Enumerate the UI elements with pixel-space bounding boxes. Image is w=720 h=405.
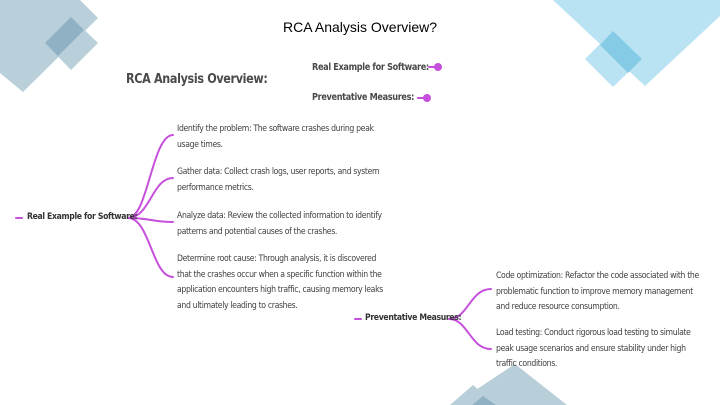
deco-triangle-bottom-small bbox=[450, 385, 496, 405]
leaf-identify-problem: Identify the problem: The software crash… bbox=[177, 122, 374, 153]
deco-diamond-large-left bbox=[0, 0, 98, 92]
leaf-gather-data: Gather data: Collect crash logs, user re… bbox=[177, 165, 380, 196]
deco-diamond-overlap-right bbox=[600, 31, 642, 73]
leaf-line: usage times. bbox=[177, 139, 223, 150]
leaf-line: Determine root cause: Through analysis, … bbox=[177, 254, 377, 264]
leaf-line: problematic function to improve memory m… bbox=[496, 286, 693, 297]
leaf-line: traffic conditions. bbox=[496, 359, 558, 369]
leaf-determine-root-cause: Determine root cause: Through analysis, … bbox=[177, 252, 383, 314]
leaf-line: and ultimately leading to crashes. bbox=[177, 300, 298, 311]
deco-triangle-top-right bbox=[553, 0, 720, 86]
leaf-line: peak usage scenarios and ensure stabilit… bbox=[496, 343, 686, 354]
deco-diamond-small-right bbox=[585, 31, 642, 87]
summary-dot-1 bbox=[434, 63, 442, 71]
leaf-analyze-data: Analyze data: Review the collected infor… bbox=[177, 209, 382, 240]
branch-real-example: Real Example for Software: bbox=[27, 212, 138, 222]
leaf-load-testing: Load testing: Conduct rigorous load test… bbox=[496, 326, 691, 373]
summary-dot-2 bbox=[423, 94, 431, 102]
leaf-line: patterns and potential causes of the cra… bbox=[177, 226, 338, 237]
connector-determine bbox=[127, 217, 174, 278]
leaf-line: and reduce resource consumption. bbox=[496, 302, 620, 312]
connector-load-testing bbox=[448, 318, 492, 350]
branch-preventative-measures: Preventative Measures: bbox=[365, 313, 462, 323]
connector-identify bbox=[127, 134, 174, 219]
leaf-line: Gather data: Collect crash logs, user re… bbox=[177, 167, 380, 177]
leaf-line: Load testing: Conduct rigorous load test… bbox=[496, 328, 691, 338]
leaf-line: Code optimization: Refactor the code ass… bbox=[496, 271, 699, 281]
leaf-line: Analyze data: Review the collected infor… bbox=[177, 211, 382, 221]
leaf-line: that the crashes occur when a specific f… bbox=[177, 269, 382, 280]
leaf-line: performance metrics. bbox=[177, 182, 254, 193]
leaf-line: application encounters high traffic, cau… bbox=[177, 285, 383, 295]
leaf-line: Identify the problem: The software crash… bbox=[177, 124, 374, 134]
summary-node-preventative: Preventative Measures: bbox=[312, 92, 415, 103]
rca-overview-heading: RCA Analysis Overview: bbox=[126, 72, 268, 87]
slide-title: RCA Analysis Overview? bbox=[282, 19, 438, 35]
summary-node-real-example: Real Example for Software: bbox=[312, 62, 429, 73]
deco-triangle-bottom-overlap bbox=[472, 396, 496, 405]
leaf-code-optimization: Code optimization: Refactor the code ass… bbox=[496, 269, 699, 316]
